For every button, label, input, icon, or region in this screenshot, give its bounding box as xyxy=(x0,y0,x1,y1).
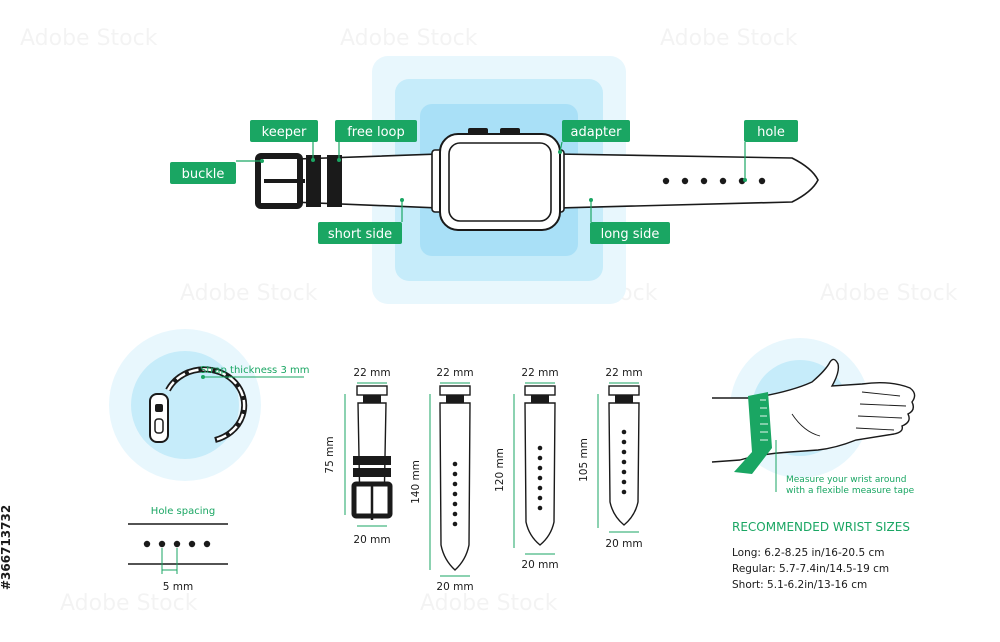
hole-spacing-value: 5 mm xyxy=(163,581,193,593)
strap-length: 75 mm xyxy=(324,436,336,473)
watch-assembly xyxy=(255,56,819,304)
strap-regular-120: 22 mm 120 mm 20 mm xyxy=(494,367,559,571)
hole-tag xyxy=(744,120,798,142)
strap-thickness-label: Strap thickness 3 mm xyxy=(200,365,309,376)
wrist-note-line2: with a flexible measure tape xyxy=(786,486,915,496)
keeper-label: keeper xyxy=(262,125,307,140)
free-loop-tag xyxy=(335,120,417,142)
palm-line xyxy=(791,413,821,437)
adapter-label: adapter xyxy=(571,125,623,140)
strap-short-105: 22 mm 105 mm 20 mm xyxy=(578,367,643,550)
strap-long-140: 22 mm 140 mm 20 mm xyxy=(410,367,474,593)
watermark-text: Adobe Stock xyxy=(20,26,158,51)
strap-length: 120 mm xyxy=(494,448,506,492)
measure-tape xyxy=(734,392,772,474)
hole-label: hole xyxy=(757,125,785,140)
wrist-note-line1: Measure your wrist around xyxy=(786,475,907,485)
wrist-sizes-heading: RECOMMENDED WRIST SIZES xyxy=(732,520,910,534)
strap-top-width: 22 mm xyxy=(521,367,558,379)
wrist-size-short: Short: 5.1-6.2in/13-16 cm xyxy=(732,579,867,591)
long-side-label: long side xyxy=(601,227,660,242)
buckle-label: buckle xyxy=(182,167,225,182)
watch-side-button xyxy=(154,418,164,434)
hole-spacing-label: Hole spacing xyxy=(151,506,215,517)
finger-lines xyxy=(855,391,907,431)
short-side-tag xyxy=(318,222,402,244)
strap-length: 105 mm xyxy=(578,438,590,482)
strap-bottom-width: 20 mm xyxy=(436,581,473,593)
watch-crown xyxy=(155,404,163,412)
watermark-text: Adobe Stock xyxy=(420,591,558,616)
buckle-tag xyxy=(170,162,236,184)
watermark-text: Adobe Stock xyxy=(820,281,958,306)
buckle-icon xyxy=(255,153,305,209)
watermark-text: Adobe Stock xyxy=(180,281,318,306)
strap-holes xyxy=(662,177,766,185)
strap-bottom-width: 20 mm xyxy=(521,559,558,571)
stock-id: #366713732 xyxy=(0,505,13,590)
free-loop-label: free loop xyxy=(347,125,405,140)
keeper-tag xyxy=(250,120,318,142)
watch-screen xyxy=(448,142,552,222)
watch-side-profile xyxy=(149,393,169,443)
part-labels: keeper free loop buckle adapter hole sho… xyxy=(170,120,798,244)
wrist-size-long: Long: 6.2-8.25 in/16-20.5 cm xyxy=(732,547,884,559)
wrist-measure-panel: Measure your wrist around with a flexibl… xyxy=(711,338,916,591)
strap-curve-inner xyxy=(166,368,246,442)
strap-bottom-width: 20 mm xyxy=(605,538,642,550)
wrist-size-regular: Regular: 5.7-7.4in/14.5-19 cm xyxy=(732,563,889,575)
watermark-text: Adobe Stock xyxy=(660,26,798,51)
keeper-loop xyxy=(306,155,321,207)
long-side-tag xyxy=(590,222,670,244)
strap-thickness-panel: Strap thickness 3 mm xyxy=(109,329,309,481)
short-side-label: short side xyxy=(328,227,392,242)
hole-spacing-panel: Hole spacing 5 mm xyxy=(128,506,228,593)
strap-top-width: 22 mm xyxy=(436,367,473,379)
watermark-text: Adobe Stock xyxy=(60,591,198,616)
strap-bottom-width: 20 mm xyxy=(353,534,390,546)
strap-top-width: 22 mm xyxy=(605,367,642,379)
watermark-text: Adobe Stock xyxy=(340,26,478,51)
strap-length: 140 mm xyxy=(410,460,422,504)
strap-top-width: 22 mm xyxy=(353,367,390,379)
free-loop xyxy=(327,155,342,207)
strap-short-75: 22 mm 75 mm 20 mm xyxy=(324,367,393,546)
adapter-tag xyxy=(562,120,630,142)
